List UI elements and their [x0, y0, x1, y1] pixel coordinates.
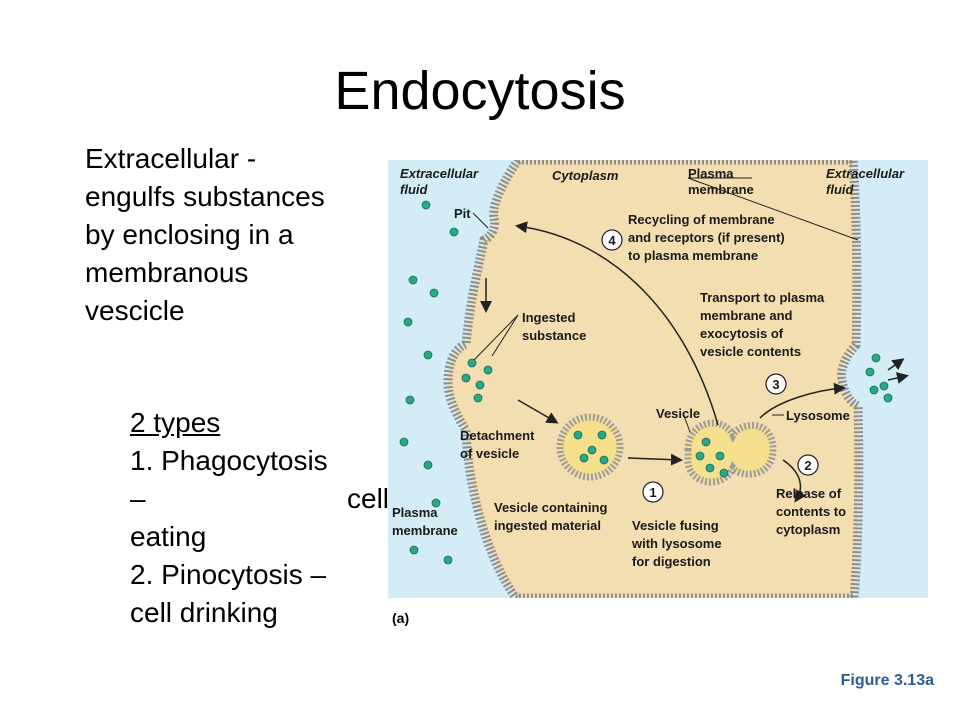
label-ingested-2: substance — [522, 328, 586, 343]
label-lysosome: Lysosome — [786, 408, 850, 423]
figure-number: Figure 3.13a — [840, 672, 934, 689]
label-plasma-membrane-bottom-2: membrane — [392, 523, 458, 538]
cell-cytoplasm — [443, 155, 864, 603]
label-plasma-membrane-bottom-1: Plasma — [392, 505, 438, 520]
type-1-word: cell — [347, 483, 390, 514]
type-1-dash: – — [130, 483, 146, 514]
arrow-exocytosis — [759, 382, 846, 419]
label-release-3: cytoplasm — [776, 522, 840, 537]
panel-label: (a) — [392, 610, 410, 626]
label-extracellular-left-1: Extracellular — [400, 166, 479, 181]
label-extracellular-left-2: fluid — [400, 182, 428, 197]
label-recycling-1: Recycling of membrane — [628, 212, 775, 227]
ingested-particles — [399, 200, 893, 565]
label-plasma-membrane-top-2: membrane — [688, 182, 754, 197]
type-1-line-1: 1. Phagocytosis — [130, 445, 328, 476]
label-transport-4: vesicle contents — [700, 344, 801, 359]
label-vesicle-fusing-3: for digestion — [632, 554, 711, 569]
label-plasma-membrane-top-1: Plasma — [688, 166, 734, 181]
label-cytoplasm: Cytoplasm — [552, 168, 619, 183]
label-release-2: contents to — [776, 504, 846, 519]
intro-line-5: vescicle — [85, 295, 185, 326]
label-release-1: Release of — [776, 486, 842, 501]
label-vesicle-fusing-2: with lysosome — [631, 536, 722, 551]
intro-line-3: by enclosing in a — [85, 219, 294, 250]
label-extracellular-right-1: Extracellular — [826, 166, 905, 181]
label-vesicle: Vesicle — [656, 406, 700, 421]
label-recycling-3: to plasma membrane — [628, 248, 758, 263]
type-1-line-3: eating — [130, 521, 207, 552]
arrow-to-detachment — [517, 399, 559, 424]
step-3-badge: 3 — [765, 373, 787, 395]
intro-line-2: engulfs substances — [85, 181, 325, 212]
label-vesicle-containing-2: ingested material — [494, 518, 601, 533]
step-2-label: 2 — [804, 458, 811, 473]
label-detachment-2: of vesicle — [460, 446, 519, 461]
step-3-label: 3 — [772, 377, 779, 392]
intro-line-4: membranous — [85, 257, 249, 288]
label-vesicle-fusing-1: Vesicle fusing — [632, 518, 719, 533]
step-2-badge: 2 — [797, 454, 819, 476]
intro-line-1: Extracellular - — [85, 143, 257, 174]
label-transport-3: exocytosis of — [700, 326, 784, 341]
step-4-label: 4 — [608, 233, 616, 248]
arrow-to-fusion — [627, 453, 683, 466]
arrow-release — [782, 459, 806, 503]
arrow-recycling — [515, 221, 719, 426]
label-extracellular-right-2: fluid — [826, 182, 854, 197]
arrow-out-right-2 — [887, 372, 909, 384]
label-recycling-2: and receptors (if present) — [628, 230, 785, 245]
types-heading: 2 types — [130, 407, 221, 438]
endocytosis-diagram: 4 3 2 1 Extracellular fluid Cytoplasm Pl… — [388, 155, 928, 603]
slide-title: Endocytosis — [334, 61, 626, 121]
label-transport-2: membrane and — [700, 308, 793, 323]
type-2-line-2: cell drinking — [130, 597, 278, 628]
step-4-badge: 4 — [601, 229, 623, 251]
arrow-out-right-1 — [887, 358, 905, 371]
type-2-line-1: 2. Pinocytosis – — [130, 559, 327, 590]
label-detachment-1: Detachment — [460, 428, 535, 443]
step-1-label: 1 — [649, 485, 656, 500]
step-1-badge: 1 — [642, 481, 664, 503]
label-transport-1: Transport to plasma — [700, 290, 825, 305]
label-vesicle-containing-1: Vesicle containing — [494, 500, 607, 515]
label-pit: Pit — [454, 206, 471, 221]
label-ingested-1: Ingested — [522, 310, 576, 325]
